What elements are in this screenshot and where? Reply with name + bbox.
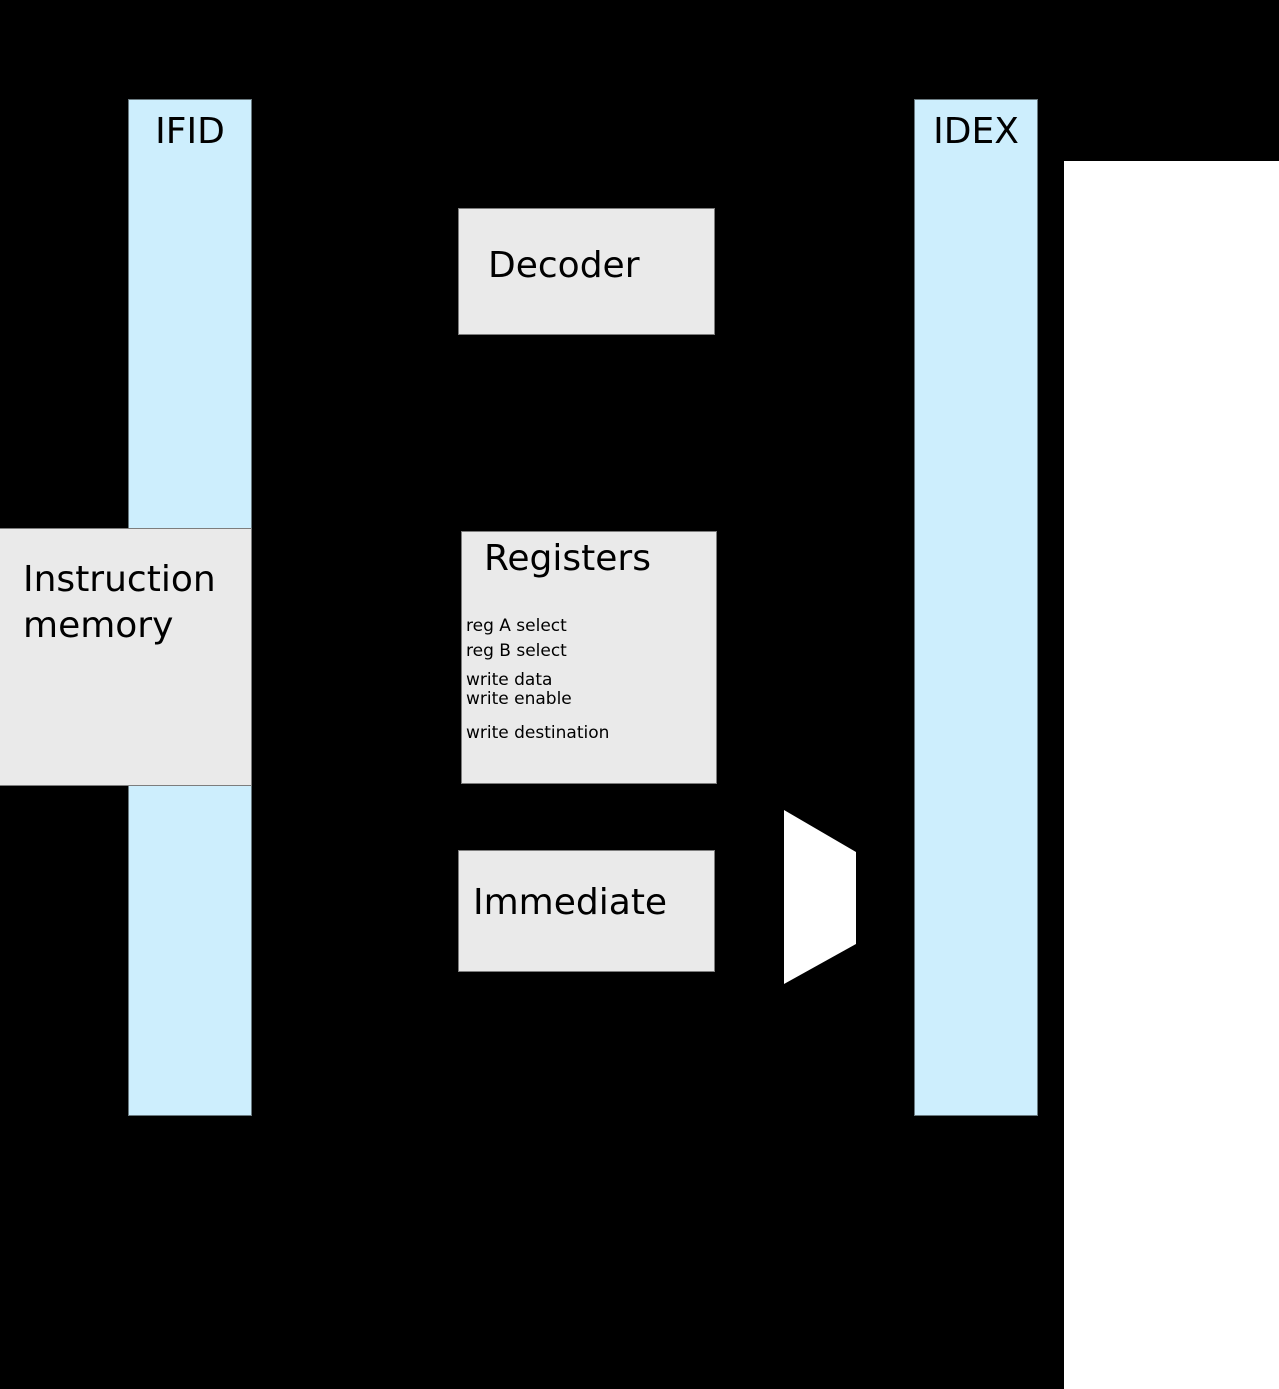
unit-instruction-memory[interactable]: Instruction memory <box>0 528 252 786</box>
unit-decoder-title: Decoder <box>488 245 640 286</box>
pipeline-register-idex-label: IDEX <box>933 111 1019 152</box>
unit-decoder[interactable]: Decoder <box>458 208 715 335</box>
register-port-write-enable: write enable <box>466 689 572 709</box>
pipeline-register-idex[interactable]: IDEX <box>914 99 1038 1116</box>
register-port-write-data: write data <box>466 670 553 690</box>
right-white-panel <box>1064 161 1279 1389</box>
unit-instruction-memory-title: Instruction memory <box>23 559 216 647</box>
unit-registers-title: Registers <box>484 538 651 579</box>
register-port-reg-a-select: reg A select <box>466 616 567 636</box>
pipeline-register-ifid-label: IFID <box>155 111 225 152</box>
unit-immediate-title: Immediate <box>473 882 668 923</box>
operand-mux[interactable] <box>783 808 859 986</box>
unit-registers[interactable]: Registers reg A select reg B select writ… <box>461 531 717 784</box>
register-port-reg-b-select: reg B select <box>466 641 567 661</box>
register-port-write-destination: write destination <box>466 723 610 743</box>
unit-immediate[interactable]: Immediate <box>458 850 715 972</box>
